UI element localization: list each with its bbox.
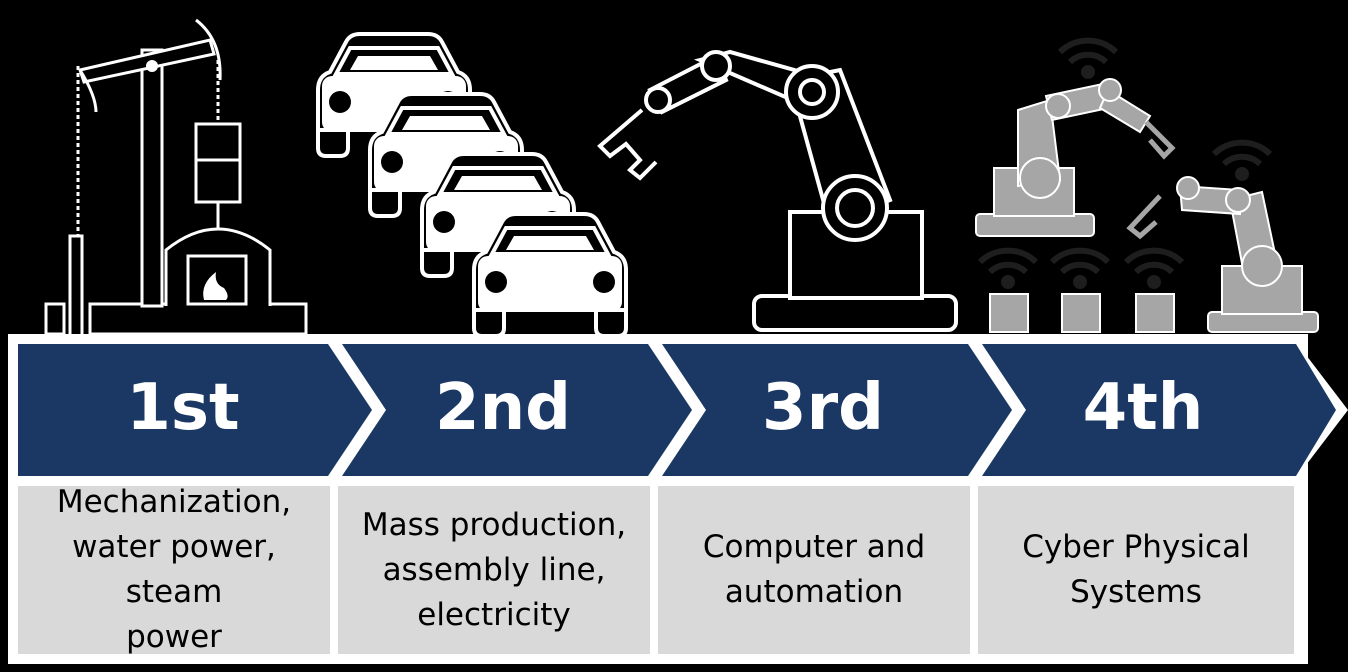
desc-line: assembly line, (382, 551, 606, 588)
desc-line: Mass production, (361, 506, 627, 543)
stage-1-description: Mechanization, water power, steam power (18, 484, 330, 655)
stage-3-label: 3rd (762, 371, 884, 445)
stage-3-description: Computer and automation (658, 486, 970, 654)
arrow-4 (982, 344, 1336, 476)
desc-line: Systems (1070, 574, 1202, 610)
desc-line: power (126, 619, 222, 655)
desc-line: Cyber Physical (1022, 529, 1250, 565)
arrow-2 (342, 344, 692, 476)
steam-engine-icon (44, 18, 308, 342)
arrow-1 (18, 344, 372, 476)
stage-1-label: 1st (126, 371, 240, 445)
connected-robots-icon (975, 37, 1319, 333)
desc-line: water power, steam (72, 529, 276, 610)
desc-line: Mechanization, (56, 484, 292, 520)
desc-line: Computer and (702, 529, 926, 565)
stage-4-label: 4th (1082, 371, 1204, 445)
desc-line: electricity (417, 596, 571, 633)
arrow-3 (662, 344, 1012, 476)
stage-2-label: 2nd (435, 371, 571, 445)
stage-2-description: Mass production, assembly line, electricit… (338, 486, 650, 654)
desc-line: automation (724, 574, 904, 610)
robot-arm-icon (597, 49, 958, 332)
